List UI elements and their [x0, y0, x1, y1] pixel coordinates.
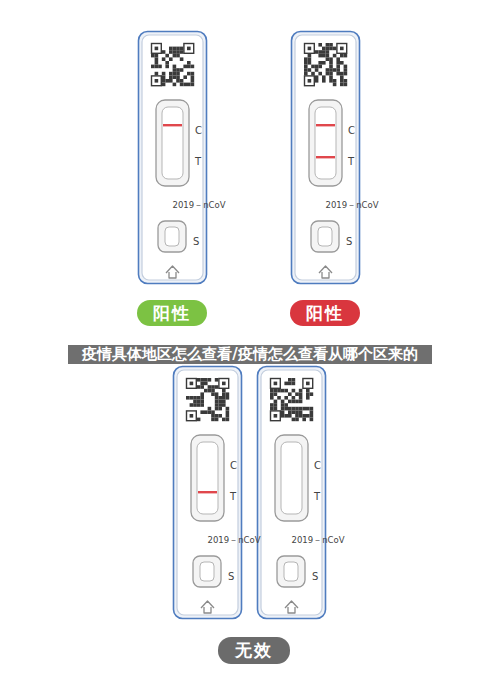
product-label: 2019－nCoV	[208, 536, 261, 545]
product-label: 2019－nCoV	[326, 201, 379, 210]
marker-letter: C	[314, 461, 321, 471]
marker-letter: C	[230, 461, 237, 471]
marker-letter: C	[195, 126, 202, 136]
marker-letter: S	[193, 237, 199, 247]
product-label: 2019－nCoV	[292, 536, 345, 545]
marker-letter: T	[195, 157, 201, 167]
marker-letter: T	[230, 492, 236, 502]
marker-letter: T	[348, 157, 354, 167]
result-pill: 阳性	[137, 300, 207, 326]
test-cassette: CT2019－nCoVS	[256, 365, 327, 620]
marker-letter: C	[348, 126, 355, 136]
test-cassette: CT2019－nCoVS	[137, 30, 208, 285]
result-label: 阳性	[306, 302, 344, 325]
result-label: 阳性	[153, 302, 191, 325]
marker-letter: S	[312, 572, 318, 582]
marker-letter: S	[228, 572, 234, 582]
result-pill: 阳性	[290, 300, 360, 326]
result-label: 无效	[235, 639, 273, 662]
test-cassette: CT2019－nCoVS	[290, 30, 361, 285]
title-banner: 疫情具体地区怎么查看/疫情怎么查看从哪个区来的	[68, 345, 432, 364]
marker-letter: T	[314, 492, 320, 502]
result-pill: 无效	[218, 637, 290, 664]
test-cassette: CT2019－nCoVS	[172, 365, 243, 620]
marker-letter: S	[346, 237, 352, 247]
product-label: 2019－nCoV	[173, 201, 226, 210]
